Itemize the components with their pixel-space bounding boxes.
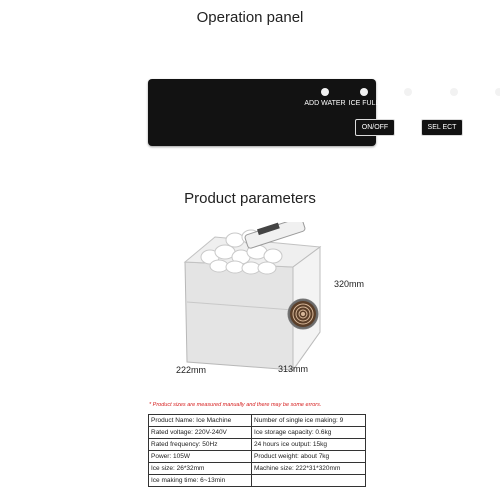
height-dimension: 320mm — [334, 279, 365, 289]
l-indicator-light — [495, 88, 500, 96]
table-row: Product Name: Ice Machine Number of sing… — [147, 414, 366, 427]
spec-cell: Ice making time: 6~13min — [147, 474, 253, 487]
select-button[interactable]: SEL ECT — [421, 119, 463, 136]
add-water-indicator-light — [321, 88, 329, 96]
measurement-note: * Product sizes are measured manually an… — [149, 402, 322, 408]
add-water-label: ADD WATER — [304, 100, 346, 107]
spec-cell: Number of single ice making: 9 — [251, 414, 366, 427]
spec-cell: Product Name: Ice Machine — [147, 414, 253, 427]
spec-cell: 24 hours ice output: 15kg — [251, 438, 366, 451]
table-row: Ice size: 26*32mm Machine size: 222*31*3… — [147, 462, 366, 475]
table-row: Ice making time: 6~13min — [147, 474, 366, 487]
ice-full-indicator-light — [360, 88, 368, 96]
spec-cell: Rated voltage: 220V-240V — [147, 426, 253, 439]
on-off-button[interactable]: ON/OFF — [355, 119, 395, 136]
spec-cell — [251, 474, 366, 487]
operation-panel-title: Operation panel — [196, 9, 304, 26]
table-row: Power: 105W Product weight: about 7kg — [147, 450, 366, 463]
spec-cell: Machine size: 222*31*320mm — [251, 462, 366, 475]
control-panel: ADD WATER ICE FULL POWER S L ON/OFF SEL … — [148, 79, 500, 146]
width-dimension: 313mm — [278, 364, 309, 374]
spec-cell: Ice size: 26*32mm — [147, 462, 253, 475]
spec-cell: Ice storage capacity: 0.6kg — [251, 426, 366, 439]
power-label: POWER — [394, 100, 422, 107]
table-row: Rated voltage: 220V-240V Ice storage cap… — [147, 426, 366, 439]
spec-cell: Power: 105W — [147, 450, 253, 463]
spec-cell: Product weight: about 7kg — [251, 450, 366, 463]
product-parameters-title: Product parameters — [184, 190, 316, 207]
ice-machine-image — [183, 222, 322, 372]
depth-dimension: 222mm — [176, 365, 207, 375]
table-row: Rated frequency: 50Hz 24 hours ice outpu… — [147, 438, 366, 451]
ice-full-label: ICE FULL — [348, 100, 380, 107]
power-indicator-light — [404, 88, 412, 96]
s-label: S — [451, 100, 457, 107]
l-label: L — [497, 100, 500, 107]
spec-table: Product Name: Ice Machine Number of sing… — [147, 414, 366, 487]
s-indicator-light — [450, 88, 458, 96]
spec-cell: Rated frequency: 50Hz — [147, 438, 253, 451]
